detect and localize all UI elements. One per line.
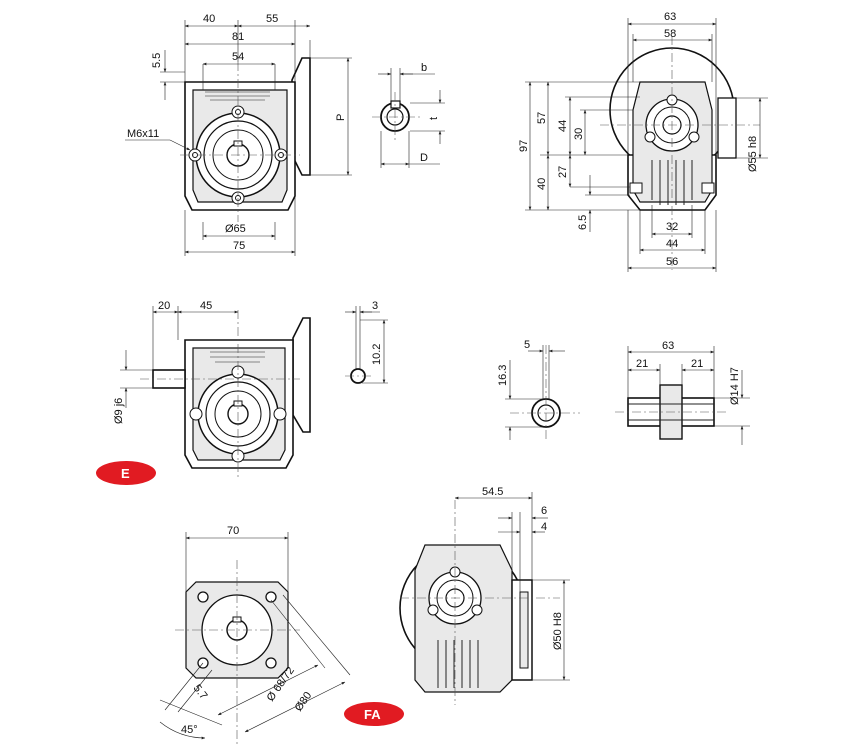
dim-label: 5.7 [191, 682, 210, 701]
badge-e [96, 461, 156, 485]
dim-label: 5.5 [151, 53, 163, 68]
dim-label: 20 [158, 300, 170, 312]
dim-label: D [420, 152, 428, 164]
dim-label: 54 [232, 51, 244, 63]
dim-label: 97 [518, 140, 530, 152]
main-front-view [125, 20, 352, 256]
hollow-shaft-view [615, 346, 750, 445]
dim-label: 45 [200, 300, 212, 312]
dim-label: 81 [232, 31, 244, 43]
dim-label: b [421, 62, 427, 74]
dim-label: 44 [666, 238, 678, 250]
dim-label: Ø50 H8 [552, 612, 564, 650]
badge-e-label: E [121, 466, 130, 481]
dim-label: 21 [636, 358, 648, 370]
keyway-detail-view [372, 68, 445, 168]
fa-side-view [399, 492, 570, 705]
e-key-detail-view [345, 306, 388, 384]
shaft-key-detail-view [505, 345, 580, 440]
dim-label: 57 [536, 112, 548, 124]
dim-label: Ø80 [293, 690, 315, 714]
dim-label: 30 [573, 128, 585, 140]
badge-fa-label: FA [364, 707, 381, 722]
dim-label: 63 [662, 340, 674, 352]
angle-label: 45° [181, 724, 198, 736]
dim-label: Ø9 j6 [113, 398, 125, 424]
dim-label: t [428, 117, 440, 120]
dim-label: 40 [536, 178, 548, 190]
dim-label: 40 [203, 13, 215, 25]
dim-label: 32 [666, 221, 678, 233]
dim-label: 4 [541, 521, 547, 533]
dim-label: Ø14 H7 [729, 367, 741, 405]
badge-fa [344, 702, 404, 726]
dim-label: 44 [557, 120, 569, 132]
dim-label: 10.2 [371, 344, 383, 365]
dim-label: Ø55 h8 [747, 136, 759, 172]
dim-label: 55 [266, 13, 278, 25]
dim-label: 3 [372, 300, 378, 312]
dim-label: 54.5 [482, 486, 503, 498]
thread-label: M6x11 [127, 128, 159, 140]
dim-label: 75 [233, 240, 245, 252]
side-view [525, 18, 768, 272]
dim-label: 6 [541, 505, 547, 517]
dim-label: 5 [524, 339, 530, 351]
dim-label: 27 [557, 166, 569, 178]
dim-label: P [335, 114, 347, 121]
dim-label: 70 [227, 525, 239, 537]
dim-label: 58 [664, 28, 676, 40]
dim-label: 63 [664, 11, 676, 23]
dim-label: 56 [666, 256, 678, 268]
dim-label: Ø65 [225, 223, 246, 235]
dim-label: 16.3 [497, 365, 509, 386]
fa-front-flange-view [159, 532, 351, 745]
dim-label: 21 [691, 358, 703, 370]
dim-label: 6.5 [577, 215, 589, 230]
e-variant-view [120, 306, 311, 478]
